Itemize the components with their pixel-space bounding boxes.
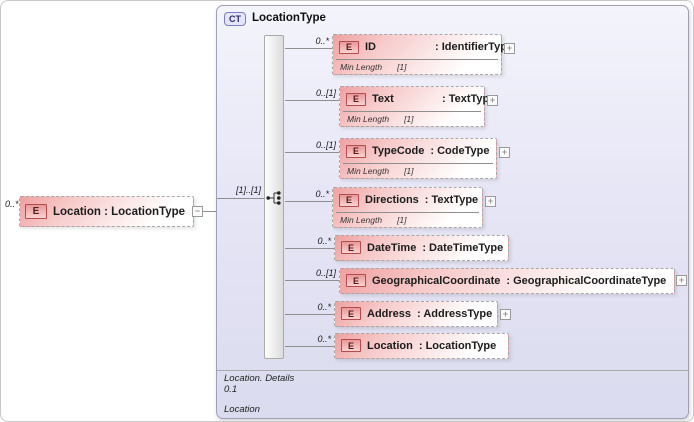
element-name: Directions bbox=[365, 194, 419, 206]
element-name: Location bbox=[367, 339, 413, 352]
facet-row: Min Length [1] bbox=[343, 111, 481, 125]
connector-line bbox=[194, 211, 217, 212]
complex-type-title: LocationType bbox=[252, 12, 326, 24]
cardinality-label: 0..* bbox=[317, 334, 331, 344]
root-element-row: E Location : LocationType bbox=[20, 197, 193, 226]
facet-label: Min Length bbox=[340, 61, 383, 72]
expand-toggle[interactable]: + bbox=[499, 147, 510, 158]
connector-line bbox=[285, 152, 339, 153]
connector-line bbox=[285, 314, 334, 315]
element-type: : LocationType bbox=[418, 339, 497, 352]
cardinality-label: 0..* bbox=[317, 302, 331, 312]
facet-label: Min Length bbox=[347, 165, 390, 176]
cardinality-label: 0..* bbox=[315, 36, 329, 46]
connector-line bbox=[217, 198, 264, 199]
element-box-location[interactable]: E Location : LocationType bbox=[334, 333, 509, 359]
element-name: GeographicalCoordinate bbox=[372, 274, 501, 287]
element-type: : DateTimeType bbox=[422, 241, 504, 254]
expand-toggle[interactable]: + bbox=[487, 95, 498, 106]
element-icon: E bbox=[339, 193, 359, 207]
expand-toggle[interactable]: + bbox=[676, 275, 687, 286]
element-icon: E bbox=[25, 204, 47, 219]
complex-type-container: CT LocationType [1]..[1] 0..* E ID : Ide… bbox=[216, 5, 689, 419]
element-icon: E bbox=[339, 40, 359, 54]
connector-line bbox=[285, 48, 332, 49]
element-type: : IdentifierType bbox=[435, 41, 514, 53]
element-box-datetime[interactable]: E DateTime : DateTimeType bbox=[334, 235, 509, 261]
element-box-text[interactable]: E Text : TextType Min Length [1] bbox=[339, 86, 495, 127]
facet-label: Min Length bbox=[340, 214, 383, 225]
facet-row: Min Length [1] bbox=[343, 163, 493, 177]
connector-line bbox=[285, 346, 334, 347]
element-type: : TextType bbox=[442, 93, 496, 105]
element-icon: E bbox=[341, 307, 361, 320]
element-type: : AddressType bbox=[417, 307, 493, 320]
root-cardinality-label: 0..* bbox=[5, 199, 19, 209]
cardinality-label: 0..[1] bbox=[315, 268, 336, 278]
element-icon: E bbox=[346, 144, 366, 158]
element-box-id[interactable]: E ID : IdentifierType Min Length [1] bbox=[332, 34, 513, 75]
element-type: : GeographicalCoordinateType bbox=[506, 274, 667, 287]
group-cardinality-label: [1]..[1] bbox=[235, 185, 261, 195]
element-name: DateTime bbox=[367, 241, 417, 254]
footer-details: Location. Details bbox=[224, 373, 295, 384]
element-icon: E bbox=[341, 339, 361, 352]
element-type: : CodeType bbox=[430, 145, 490, 157]
element-name: ID bbox=[365, 41, 376, 53]
facet-row: Min Length [1] bbox=[336, 59, 498, 73]
footer-namespace: Location bbox=[224, 404, 260, 415]
element-icon: E bbox=[341, 241, 361, 254]
element-type: : TextType bbox=[424, 194, 479, 206]
connector-line bbox=[285, 280, 339, 281]
complex-type-icon: CT bbox=[224, 12, 246, 26]
cardinality-label: 0..* bbox=[315, 189, 329, 199]
expand-toggle[interactable]: + bbox=[500, 309, 511, 320]
collapse-toggle[interactable]: − bbox=[192, 206, 203, 217]
expand-toggle[interactable]: + bbox=[504, 43, 515, 54]
connector-line bbox=[285, 201, 332, 202]
element-box-directions[interactable]: E Directions : TextType Min Length [1] bbox=[332, 187, 483, 228]
cardinality-label: 0..[1] bbox=[315, 88, 336, 98]
cardinality-label: 0..[1] bbox=[315, 140, 336, 150]
connector-line bbox=[285, 248, 334, 249]
element-name: TypeCode bbox=[372, 145, 425, 157]
footer-divider bbox=[217, 370, 688, 371]
element-icon: E bbox=[346, 92, 366, 106]
facet-value: [1] bbox=[404, 165, 414, 176]
cardinality-label: 0..* bbox=[317, 236, 331, 246]
element-box-geographicalcoordinate[interactable]: E GeographicalCoordinate : GeographicalC… bbox=[339, 268, 675, 294]
element-name: Address bbox=[367, 307, 412, 320]
facet-label: Min Length bbox=[347, 113, 390, 124]
element-icon: E bbox=[346, 274, 366, 287]
root-element-box-location[interactable]: E Location : LocationType bbox=[19, 196, 194, 227]
facet-row: Min Length [1] bbox=[336, 212, 479, 226]
sequence-icon bbox=[266, 191, 281, 205]
expand-toggle[interactable]: + bbox=[485, 196, 496, 207]
element-box-address[interactable]: E Address : AddressType bbox=[334, 301, 498, 327]
connector-line bbox=[285, 100, 339, 101]
facet-value: [1] bbox=[404, 113, 414, 124]
facet-value: [1] bbox=[397, 61, 407, 72]
root-element-label: Location : LocationType bbox=[53, 205, 186, 218]
footer-version: 0.1 bbox=[224, 384, 238, 395]
element-name: Text bbox=[372, 93, 394, 105]
element-box-typecode[interactable]: E TypeCode : CodeType Min Length [1] bbox=[339, 138, 497, 179]
facet-value: [1] bbox=[397, 214, 407, 225]
